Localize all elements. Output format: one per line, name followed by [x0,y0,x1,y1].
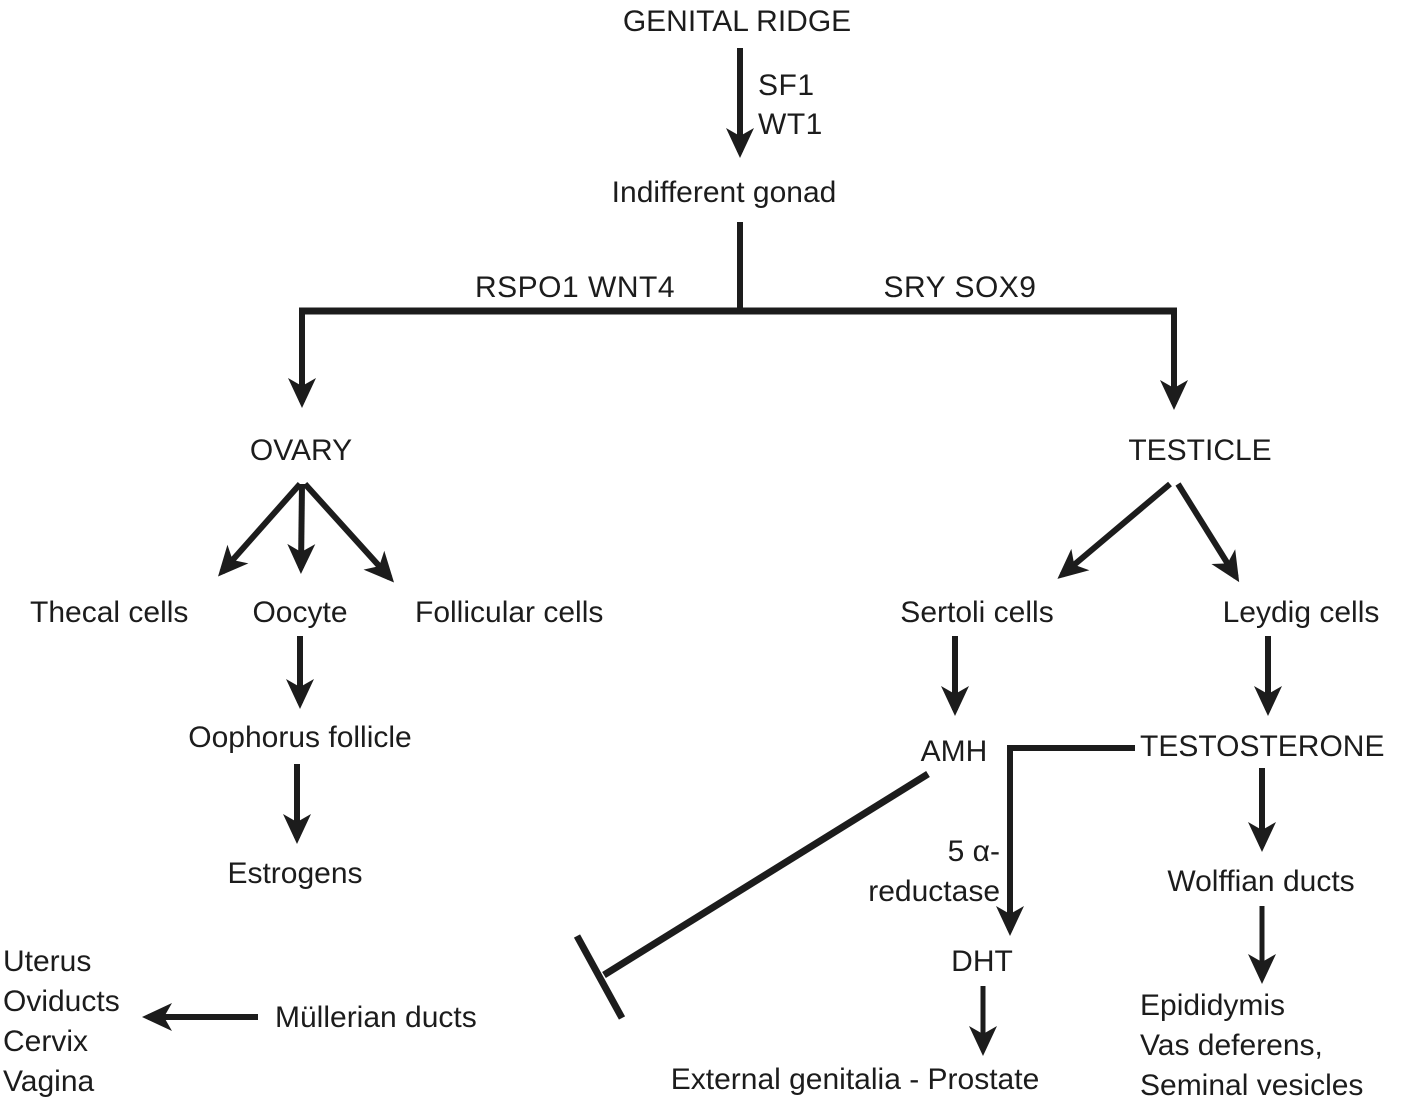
node-wolffian-targets: Epididymis Vas deferens, Seminal vesicle… [1140,986,1363,1103]
arrow-ovary-to-thecal-cells [218,482,303,577]
node-testosterone: TESTOSTERONE [1140,730,1385,763]
node-mullerian-ducts: Müllerian ducts [275,1001,477,1034]
node-sertoli-cells: Sertoli cells [900,596,1054,629]
arrow-testicle-to-sertoli-cells [1057,481,1172,579]
node-amh: AMH [920,735,988,768]
inhibition-line-amh-to-mullerian-ducts [602,771,930,978]
node-dht: DHT [951,945,1013,978]
node-estrogens: Estrogens [227,857,363,890]
label-five-alpha-reductase: 5 α- reductase [868,832,1000,912]
node-wolffian-ducts: Wolffian ducts [1167,865,1355,898]
node-oocyte: Oocyte [252,596,348,629]
label-sf1: SF1 [758,69,815,102]
arrow-testicle-to-leydig-cells [1175,482,1240,583]
arrow-testosterone-to-dht [996,745,1135,936]
node-seminal-vesicles: Seminal vesicles [1140,1069,1364,1102]
node-vagina: Vagina [3,1065,95,1098]
node-external-genitalia-prostate: External genitalia - Prostate [670,1063,1040,1096]
node-uterus: Uterus [3,945,92,978]
node-thecal-cells: Thecal cells [30,596,189,629]
node-vas-deferens: Vas deferens, [1140,1029,1323,1062]
node-genital-ridge: GENITAL RIDGE [622,5,852,38]
node-leydig-cells: Leydig cells [1222,596,1380,629]
label-rspo1-wnt4: RSPO1 WNT4 [474,271,676,304]
node-cervix: Cervix [3,1025,89,1058]
node-epididymis: Epididymis [1140,989,1286,1022]
node-follicular-cells: Follicular cells [415,596,604,629]
inhibition-bar [573,934,626,1020]
label-wt1: WT1 [758,108,823,141]
node-ovary: OVARY [249,434,353,467]
arrow-ovary-to-oocyte [287,483,316,574]
label-five-alpha-line1: 5 α- [947,835,1000,868]
label-sry-sox9: SRY SOX9 [883,271,1037,304]
node-oviducts: Oviducts [3,985,120,1018]
node-indifferent-gonad: Indifferent gonad [611,176,837,209]
arrow-ovary-to-follicular-cells [302,481,395,583]
label-five-alpha-line2: reductase [868,875,1000,908]
node-mullerian-targets: Uterus Oviducts Cervix Vagina [3,942,120,1102]
node-testicle: TESTICLE [1128,434,1272,467]
node-oophorus-follicle: Oophorus follicle [188,721,412,754]
